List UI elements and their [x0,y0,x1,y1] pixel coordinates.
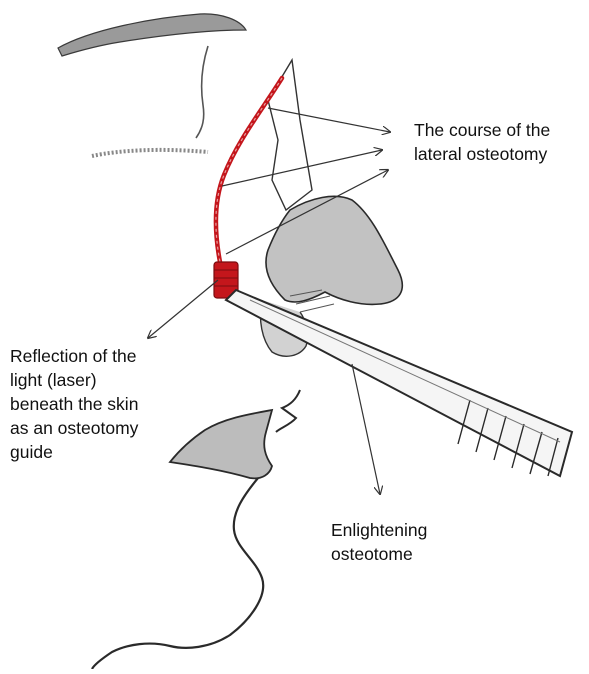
label-line: The course of the [414,118,550,142]
lips-sketch [170,410,272,478]
eyelashes-sketch [92,150,208,156]
label-line: Enlightening [331,518,427,542]
label-enlightening-osteotome: Enlightening osteotome [331,518,427,566]
osteotome-inner-line [250,300,560,442]
chin-neck-sketch [92,478,263,669]
nasal-bone-sketch [268,60,312,210]
pointer-arrow-course-1 [268,108,390,132]
pointer-arrow-osteotome [352,364,380,494]
nose-sketch [266,196,402,304]
laser-course-line [216,78,282,262]
label-line: as an osteotomy [10,416,138,440]
label-reflection-of-light: Reflection of the light (laser) beneath … [10,344,138,464]
profile-line-sketch [276,390,300,432]
eyelid-sketch [196,46,208,138]
label-line: Reflection of the [10,344,138,368]
label-line: lateral osteotomy [414,142,550,166]
label-course-of-lateral-osteotomy: The course of the lateral osteotomy [414,118,550,166]
pointer-arrow-course-2 [222,150,382,186]
label-line: light (laser) [10,368,138,392]
label-line: osteotome [331,542,427,566]
label-line: guide [10,440,138,464]
label-line: beneath the skin [10,392,138,416]
osteotome-sketch [226,290,572,476]
pointer-arrow-reflection [148,280,218,338]
eyebrow-sketch [58,14,246,56]
